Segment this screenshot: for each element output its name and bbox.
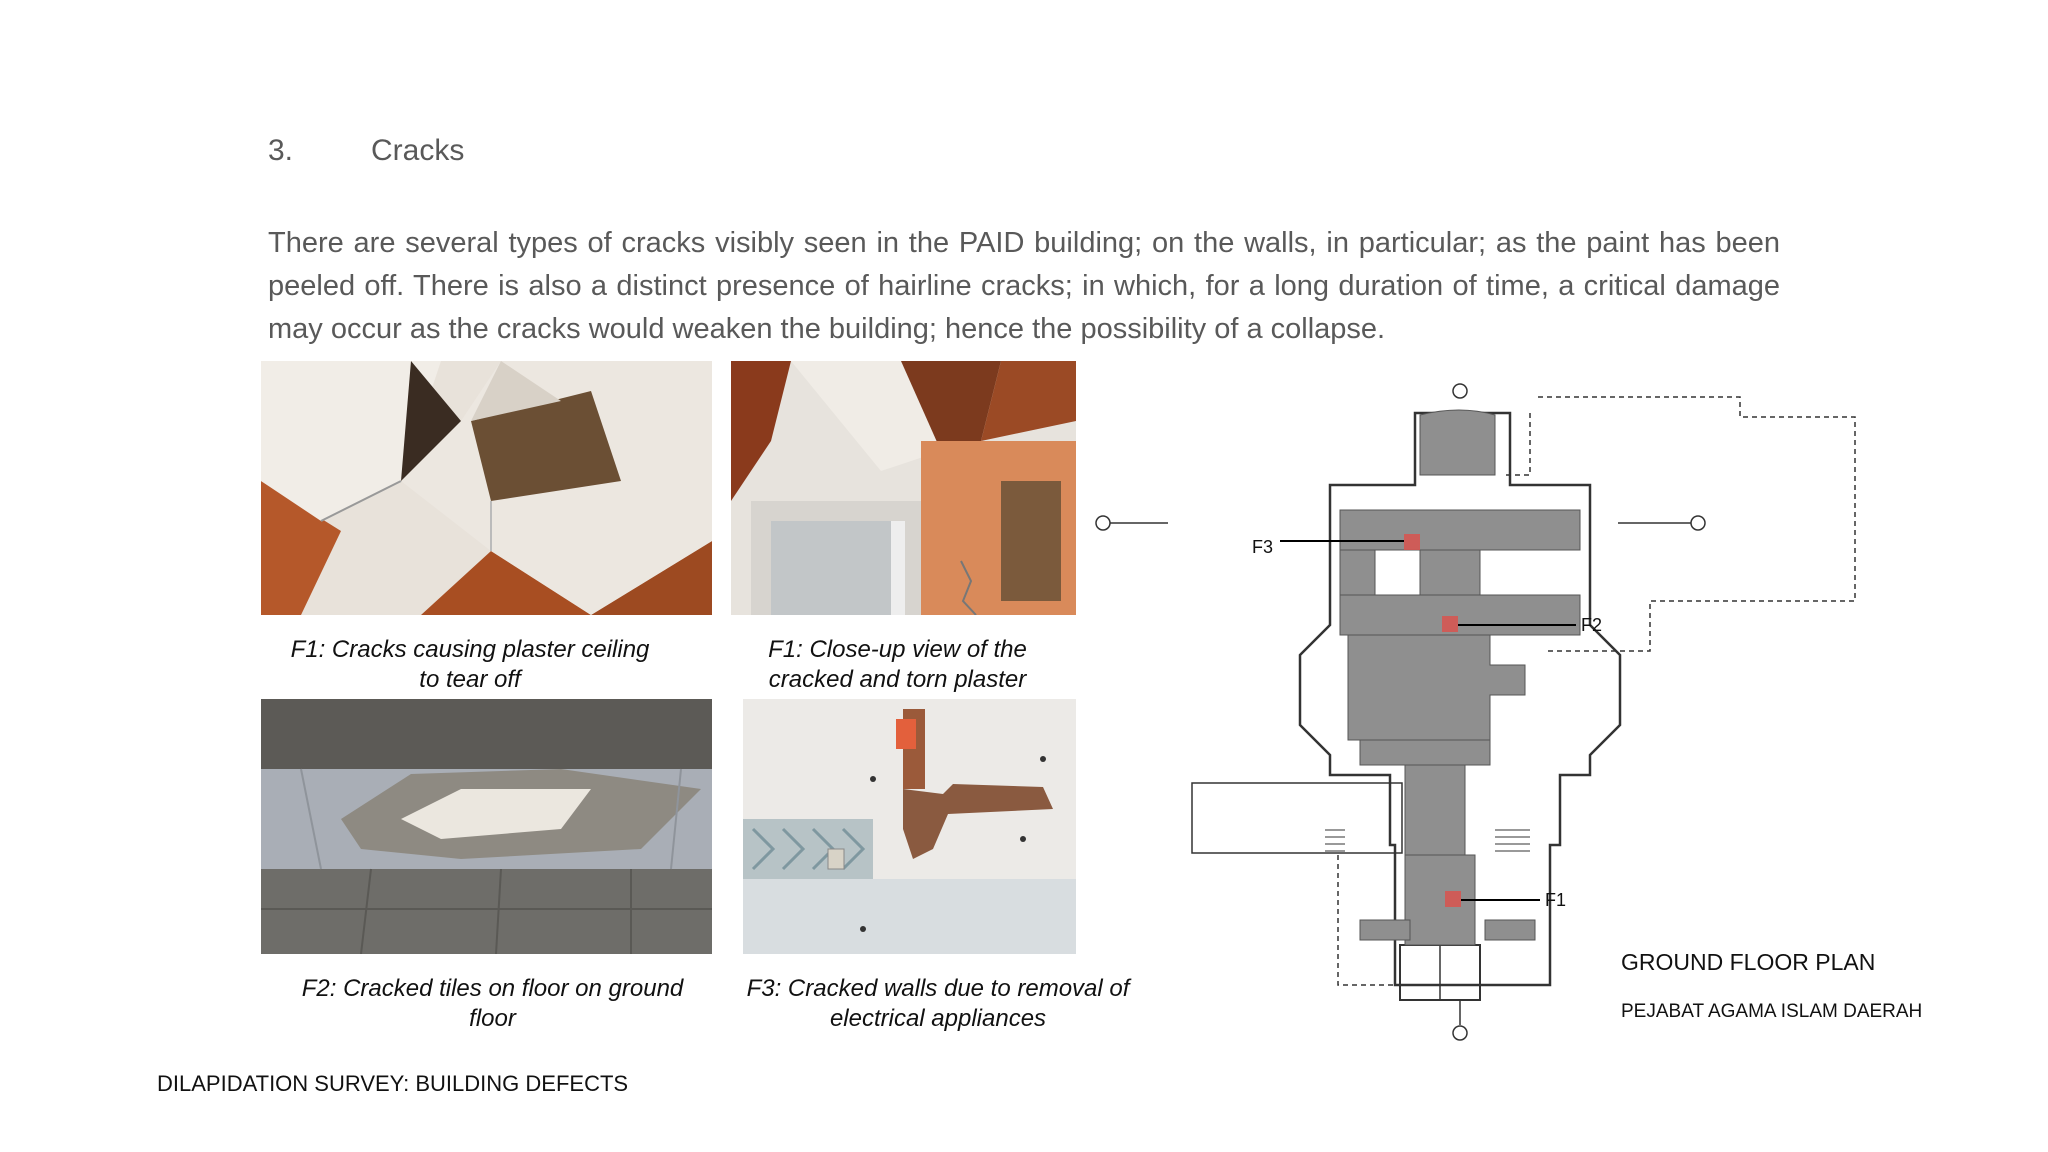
photo-ceiling-closeup bbox=[731, 361, 1076, 615]
photo-ceiling-tear bbox=[261, 361, 712, 615]
marker-f2 bbox=[1442, 616, 1458, 632]
marker-label: F3 bbox=[1252, 537, 1273, 557]
photo-floor-tiles bbox=[261, 699, 712, 954]
footer-label: DILAPIDATION SURVEY: BUILDING DEFECTS bbox=[157, 1071, 629, 1096]
marker-label: F1 bbox=[1545, 890, 1566, 910]
marker-f1 bbox=[1445, 891, 1461, 907]
photo-caption: F3: Cracked walls due to removal of elec… bbox=[746, 975, 1130, 1032]
photo-caption: F1: Cracks causing plaster ceiling to te… bbox=[290, 636, 650, 693]
photo-caption: F2: Cracked tiles on floor on ground flo… bbox=[301, 975, 684, 1032]
section-number: 3. bbox=[268, 134, 294, 167]
photo-wall-crack bbox=[743, 699, 1076, 954]
marker-f3 bbox=[1404, 534, 1420, 550]
section-title: Cracks bbox=[371, 134, 465, 167]
section-body: There are several types of cracks visibl… bbox=[268, 227, 1780, 345]
marker-label: F2 bbox=[1581, 615, 1602, 635]
ground-floor-plan: F3 F2 F1 bbox=[1090, 375, 1870, 1050]
plan-title: GROUND FLOOR PLAN bbox=[1621, 949, 1876, 975]
plan-subtitle: PEJABAT AGAMA ISLAM DAERAH bbox=[1621, 1001, 1923, 1022]
